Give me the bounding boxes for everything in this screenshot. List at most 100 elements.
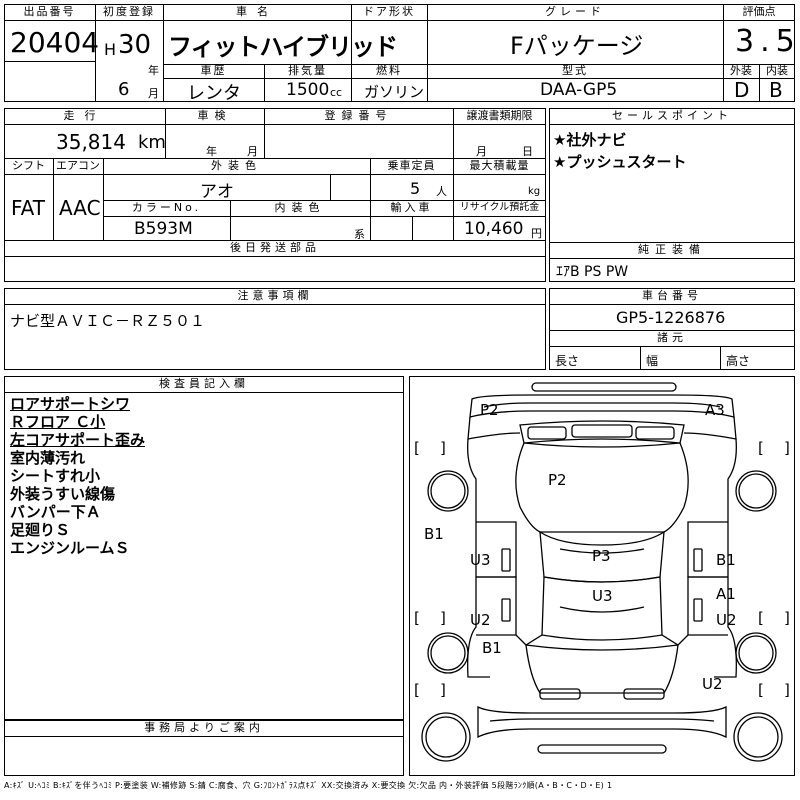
car-outline — [421, 382, 783, 762]
color-no-value: B593M — [134, 219, 193, 239]
displacement-label: 排気量 — [288, 64, 327, 77]
notes-block — [4, 288, 546, 370]
bracket-open: [ — [414, 681, 420, 699]
score-label: 評価点 — [742, 5, 776, 18]
chassis-label: 車台番号 — [642, 289, 702, 302]
capacity-value: 5 — [410, 179, 421, 198]
inspector-item: 外装うすい線傷 — [10, 485, 116, 503]
ext-color-label: 外装色 — [211, 159, 262, 172]
displacement-value: 1500 — [286, 80, 330, 100]
int-score: B — [769, 78, 783, 102]
bracket-close: ] — [784, 681, 790, 699]
inspector-item: ロアサポートシワ — [10, 395, 131, 413]
fuel-value: ガソリン — [364, 83, 425, 101]
transfer-month-unit: 月 — [476, 145, 487, 158]
shift-label: シフト — [12, 159, 45, 172]
damage-mark: B1 — [424, 525, 444, 543]
bracket-open: [ — [414, 439, 420, 457]
door-label: ドア形状 — [363, 5, 415, 18]
later-parts-label: 後日発送部品 — [230, 241, 320, 254]
damage-mark: B1 — [716, 551, 736, 569]
model-value: DAA-GP5 — [540, 80, 618, 100]
sales-points-label: セールスポイント — [612, 109, 732, 122]
details-block — [4, 108, 546, 282]
mileage-value: 35,814 — [56, 130, 126, 154]
bracket-close: ] — [784, 439, 790, 457]
sales-point-item: ★プッシュスタート — [553, 153, 687, 171]
inspector-item: 室内薄汚れ — [10, 449, 86, 467]
damage-mark: A1 — [716, 585, 736, 603]
dims-length: 長さ — [555, 354, 580, 368]
dims-width: 幅 — [646, 354, 659, 368]
bracket-open: [ — [758, 681, 764, 699]
damage-mark: P2 — [548, 471, 567, 489]
score-value: 3.5 — [735, 24, 800, 59]
inspection-label: 車検 — [197, 109, 232, 122]
bracket-close: ] — [440, 609, 446, 627]
bracket-open: [ — [414, 609, 420, 627]
grade-label: グレード — [545, 5, 605, 18]
damage-mark: U2 — [470, 611, 491, 629]
int-score-label: 内装 — [766, 64, 788, 77]
office-block — [4, 720, 404, 776]
ext-score: D — [734, 78, 750, 102]
car-diagram: [ ] [ ] [ ] [ ] [ ] [ ] P2 A3 P2 B1 U3 P… — [409, 376, 795, 776]
lot-label: 出品番号 — [23, 5, 76, 18]
recycle-value: 10,460 — [464, 219, 524, 239]
inspector-item: Ｒフロア Ｃ小 — [10, 413, 106, 431]
inspector-block — [4, 376, 404, 720]
dims-label: 諸元 — [657, 331, 687, 344]
int-color-unit: 系 — [354, 228, 365, 241]
ext-score-label: 外装 — [730, 64, 752, 77]
int-color-label: 内装色 — [274, 201, 326, 214]
capacity-unit: 人 — [436, 185, 447, 198]
recycle-label: リサイクル預託金 — [459, 202, 540, 213]
legend: A:ｷｽﾞ U:ﾍｺﾐ B:ｷｽﾞを伴うﾍｺﾐ P:要塗装 W:補修跡 S:錆 … — [4, 781, 613, 790]
max-load-unit: kg — [528, 186, 541, 197]
bracket-close: ] — [440, 681, 446, 699]
damage-mark: P3 — [592, 547, 611, 565]
grade-value: Fパッケージ — [510, 32, 644, 60]
fuel-label: 燃料 — [376, 64, 402, 77]
inspector-item: シートすれ小 — [10, 467, 101, 485]
import-label: 輸入車 — [390, 201, 433, 214]
inspection-month-unit: 月 — [247, 145, 258, 158]
bracket-open: [ — [758, 609, 764, 627]
equipment-value: ｴｱB PS PW — [556, 264, 629, 280]
ext-color-value: アオ — [200, 182, 234, 202]
inspector-item: バンパー下Ａ — [10, 503, 101, 521]
equipment-label: 純正装備 — [638, 243, 706, 256]
lot-number: 20404 — [10, 26, 100, 59]
inspector-item: 足廻りＳ — [10, 521, 71, 539]
car-name-label: 車名 — [236, 5, 278, 18]
dims-height: 高さ — [726, 354, 751, 368]
damage-mark: U3 — [592, 587, 613, 605]
damage-mark: U2 — [716, 611, 737, 629]
sales-block — [549, 108, 795, 282]
mileage-unit: km — [138, 132, 166, 153]
first-reg-month: 6 — [118, 79, 130, 100]
inspection-year-unit: 年 — [206, 145, 217, 158]
history-label: 車歴 — [200, 64, 227, 77]
notes-label: 注意事項欄 — [237, 289, 313, 302]
bracket-close: ] — [784, 609, 790, 627]
sales-point-item: ★社外ナビ — [553, 131, 627, 149]
reg-no-label: 登録番号 — [324, 109, 393, 122]
chassis-value: GP5-1226876 — [616, 308, 726, 327]
car-name: フィットハイブリッド — [168, 33, 398, 61]
transfer-day-unit: 日 — [522, 145, 533, 158]
damage-mark: U2 — [702, 675, 723, 693]
first-reg-year-unit: 年 — [148, 64, 159, 77]
bracket-open: [ — [758, 439, 764, 457]
first-reg-month-unit: 月 — [148, 87, 159, 100]
office-label: 事務局よりご案内 — [144, 721, 264, 734]
model-label: 型式 — [562, 64, 588, 77]
damage-mark: U3 — [470, 551, 491, 569]
color-no-label: カラーNo. — [131, 201, 202, 214]
recycle-unit: 円 — [531, 227, 542, 240]
inspector-label: 検査員記入欄 — [159, 377, 249, 390]
damage-mark: P2 — [480, 401, 499, 419]
transfer-label: 譲渡書類期限 — [466, 109, 533, 122]
damage-mark: B1 — [482, 639, 502, 657]
first-reg-year: 30 — [118, 30, 152, 60]
